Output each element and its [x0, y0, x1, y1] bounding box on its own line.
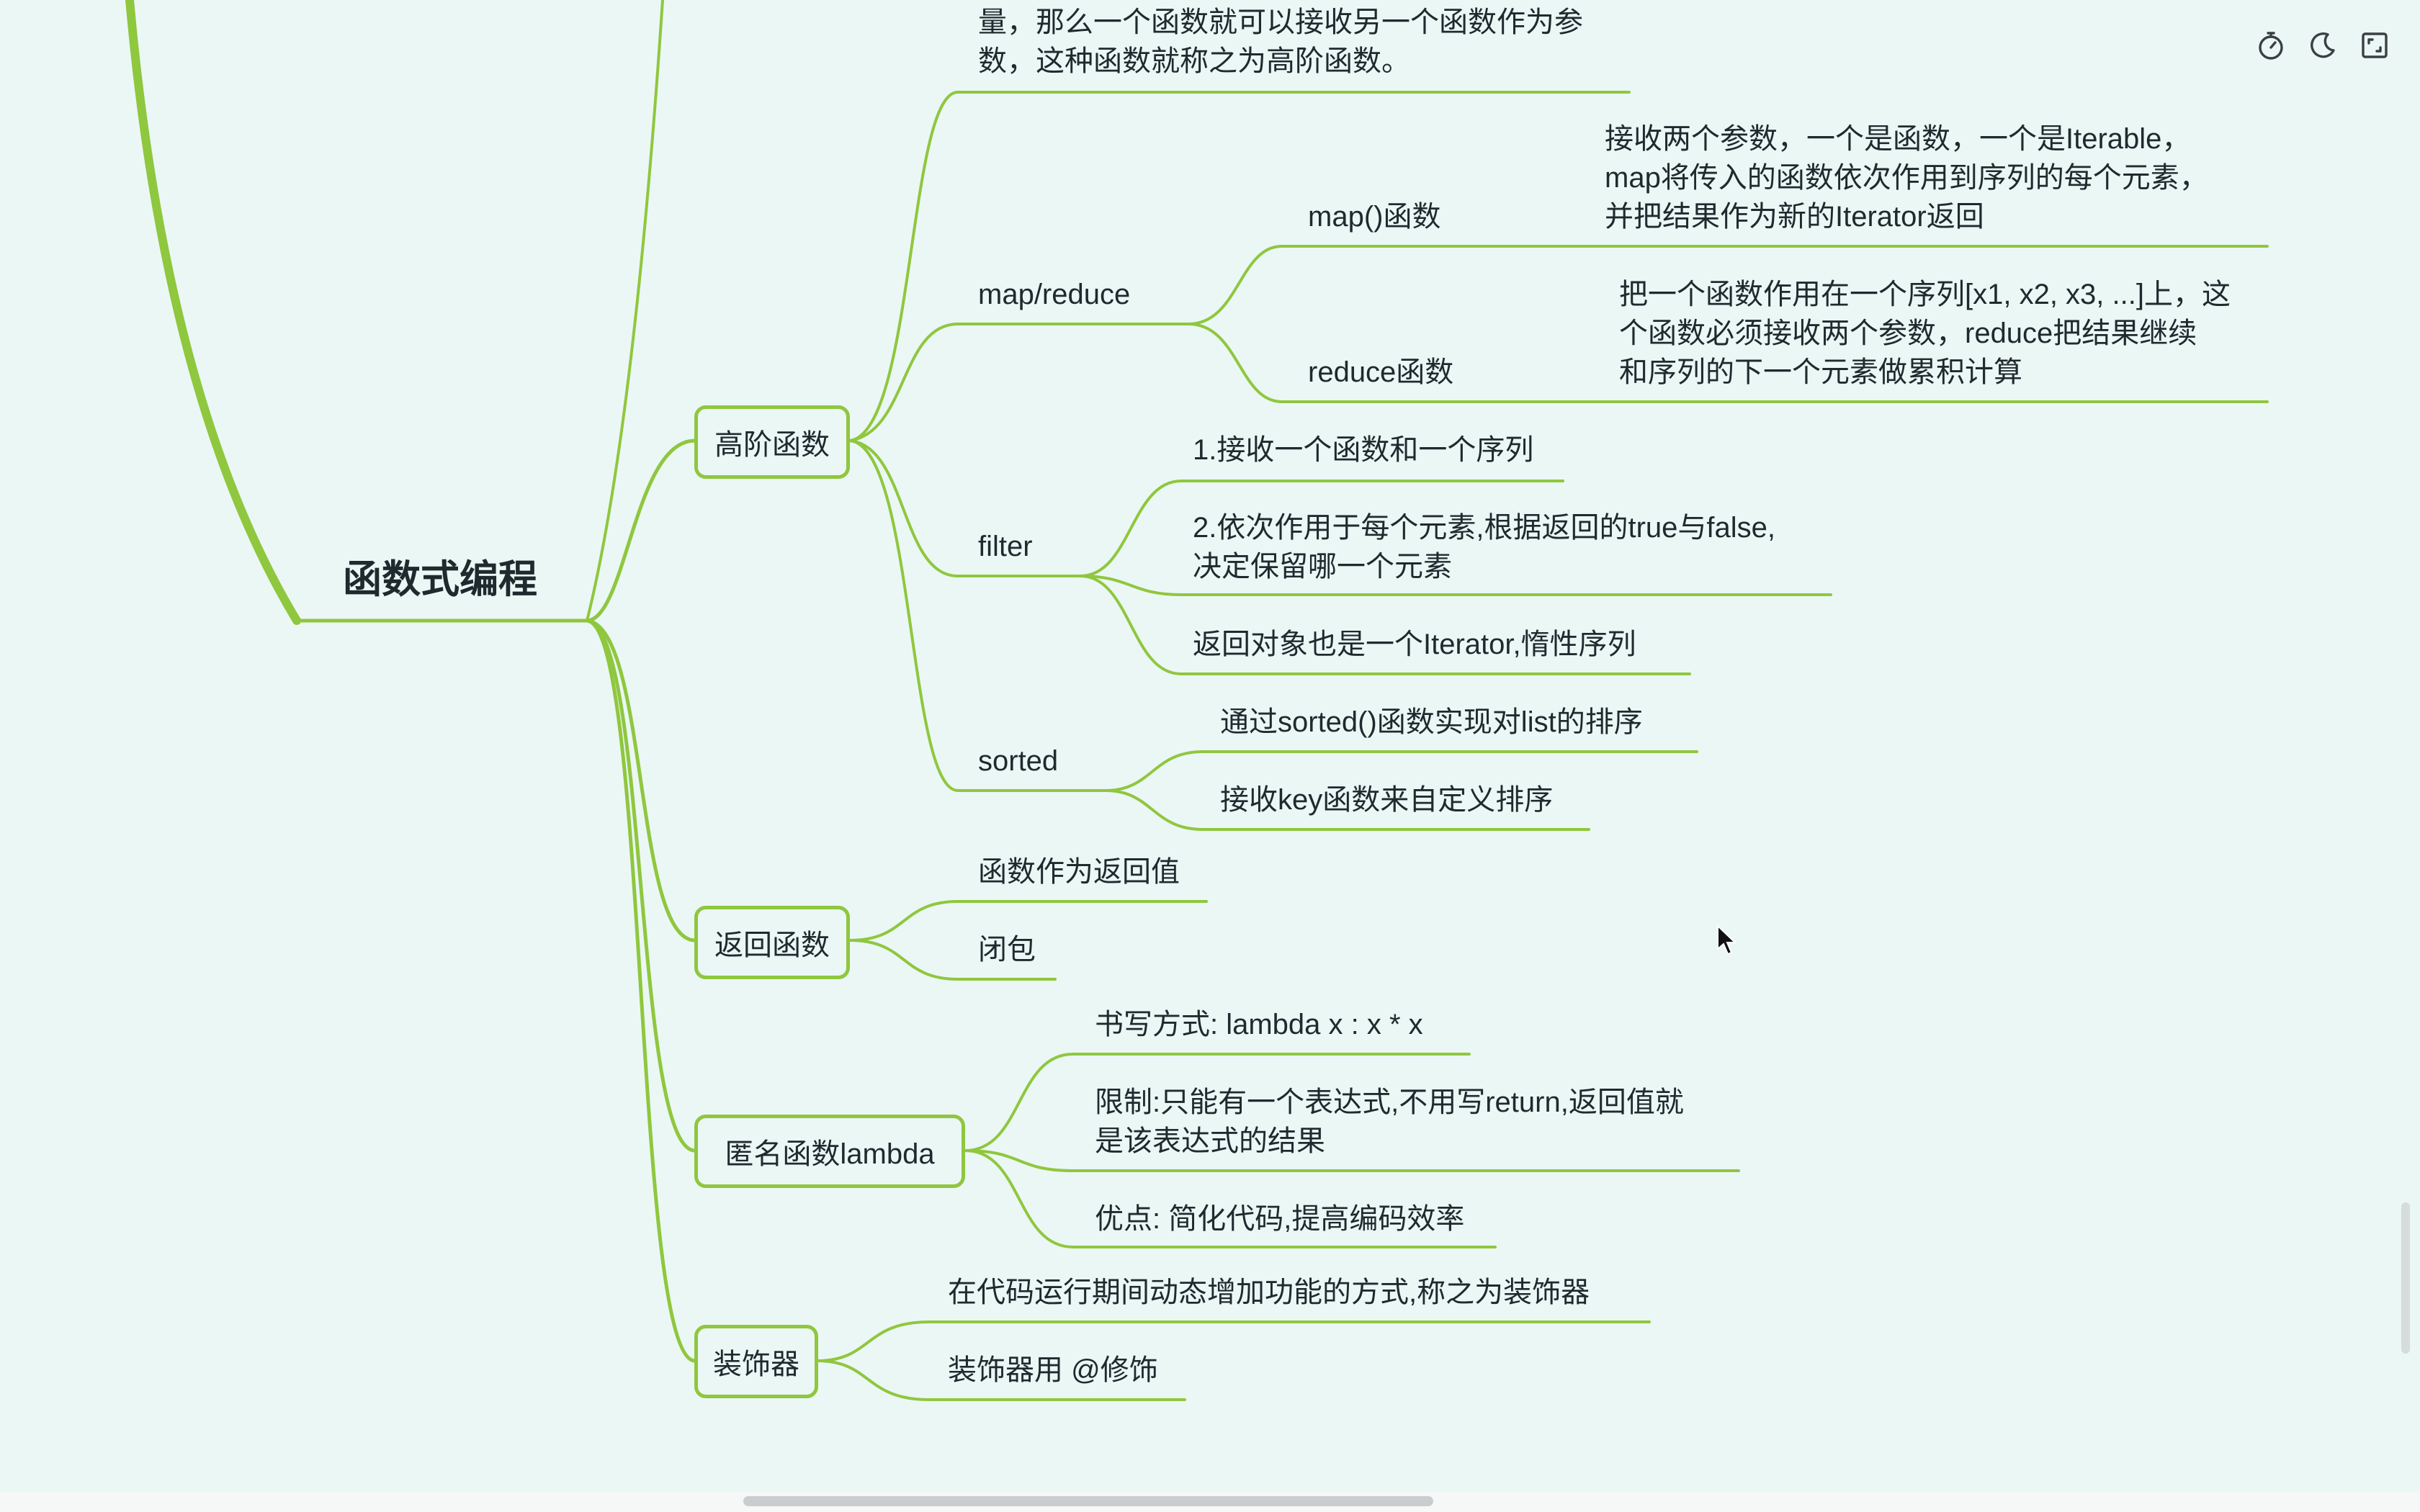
node-reduce-desc[interactable]: 个函数必须接收两个参数，reduce把结果继续 — [1619, 318, 2197, 349]
node-return-item[interactable]: 函数作为返回值 — [978, 856, 1180, 888]
intro-text[interactable]: 数，这种函数就称之为高阶函数。 — [978, 45, 1410, 77]
node-sorted-item[interactable]: 接收key函数来自定义排序 — [1220, 784, 1554, 816]
timer-icon[interactable] — [2254, 29, 2287, 62]
node-decorator-item[interactable]: 装饰器用 @修饰 — [948, 1354, 1158, 1386]
node-return-func[interactable]: 返回函数 — [694, 906, 850, 979]
node-lambda-item[interactable]: 书写方式: lambda x : x * x — [1095, 1009, 1423, 1040]
fullscreen-icon[interactable] — [2358, 29, 2391, 62]
node-lambda-item[interactable]: 优点: 简化代码,提高编码效率 — [1095, 1203, 1465, 1235]
node-filter-item[interactable]: 决定保留哪一个元素 — [1193, 551, 1452, 582]
node-map-reduce[interactable]: map/reduce — [978, 279, 1131, 310]
node-decorator-item[interactable]: 在代码运行期间动态增加功能的方式,称之为装饰器 — [948, 1277, 1590, 1308]
node-lambda-item[interactable]: 是该表达式的结果 — [1095, 1125, 1325, 1157]
node-map-desc[interactable]: map将传入的函数依次作用到序列的每个元素， — [1605, 162, 2208, 194]
node-higher-order[interactable]: 高阶函数 — [694, 405, 850, 479]
mouse-cursor-icon — [1717, 924, 1737, 955]
node-reduce-desc[interactable]: 把一个函数作用在一个序列[x1, x2, x3, ...]上，这 — [1619, 279, 2231, 310]
root-node[interactable]: 函数式编程 — [343, 558, 537, 601]
intro-text[interactable]: 量，那么一个函数就可以接收另一个函数作为参 — [978, 6, 1583, 38]
node-reduce-func[interactable]: reduce函数 — [1308, 356, 1454, 388]
moon-icon[interactable] — [2306, 29, 2339, 62]
node-lambda[interactable]: 匿名函数lambda — [694, 1115, 965, 1188]
node-reduce-desc[interactable]: 和序列的下一个元素做累积计算 — [1619, 356, 2022, 388]
node-filter-item[interactable]: 1.接收一个函数和一个序列 — [1193, 434, 1534, 466]
node-map-desc[interactable]: 接收两个参数，一个是函数，一个是Iterable， — [1605, 123, 2191, 155]
node-sorted[interactable]: sorted — [978, 745, 1059, 777]
node-map-func[interactable]: map()函数 — [1308, 201, 1441, 233]
vertical-scrollbar-thumb[interactable] — [2401, 1202, 2410, 1354]
node-return-item[interactable]: 闭包 — [978, 934, 1036, 966]
node-filter-item[interactable]: 返回对象也是一个Iterator,惰性序列 — [1193, 629, 1636, 660]
node-lambda-item[interactable]: 限制:只能有一个表达式,不用写return,返回值就 — [1095, 1086, 1684, 1118]
node-filter-item[interactable]: 2.依次作用于每个元素,根据返回的true与false, — [1193, 512, 1776, 544]
node-decorator[interactable]: 装饰器 — [694, 1325, 818, 1398]
node-sorted-item[interactable]: 通过sorted()函数实现对list的排序 — [1220, 706, 1643, 738]
node-map-desc[interactable]: 并把结果作为新的Iterator返回 — [1605, 201, 1984, 233]
node-filter[interactable]: filter — [978, 531, 1033, 562]
horizontal-scrollbar-thumb[interactable] — [743, 1496, 1433, 1506]
